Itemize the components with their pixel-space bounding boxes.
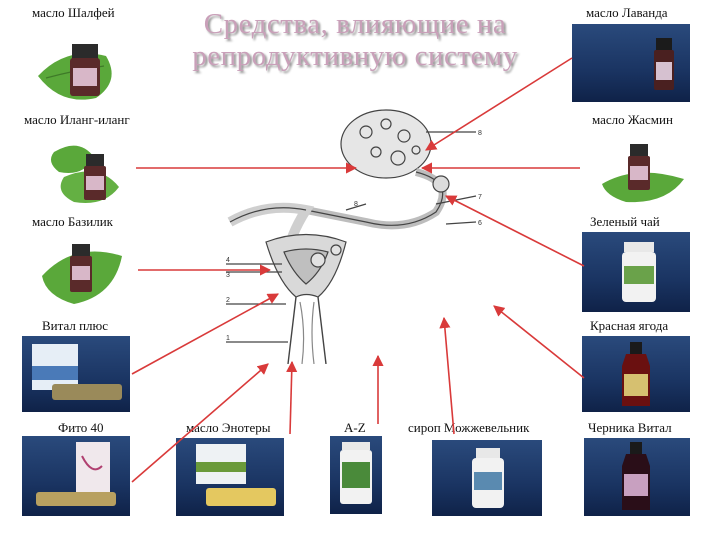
label-vital-plus: Витал плюс (42, 318, 109, 333)
label-red-berry: Красная ягода (590, 318, 669, 333)
label-fito40: Фито 40 (58, 420, 104, 435)
photo-fito40 (22, 436, 130, 516)
label-bazilik: масло Базилик (32, 214, 114, 229)
arrow-green-tea (445, 195, 585, 267)
label-juniper: сироп Можжевельник (408, 420, 530, 435)
photo-bilberry (584, 438, 690, 516)
reproductive-organ-diagram: 8 7 6 8 4 3 2 1 (226, 109, 482, 364)
arrow-red-berry (493, 305, 585, 379)
capsule-pack-icon (196, 444, 276, 506)
photo-green-tea (582, 232, 690, 312)
label-bilberry: Черника Витал (588, 420, 672, 435)
diagram-label-6: 6 (478, 220, 482, 227)
slide-title-line-1: Средства, влияющие на (203, 8, 507, 40)
label-lavanda: масло Лаванда (586, 5, 668, 20)
supplement-box-icon (32, 344, 122, 400)
label-shalfey: масло Шалфей (32, 5, 115, 20)
syrup-bottle-icon (622, 342, 650, 406)
diagram-label-7: 7 (478, 194, 482, 201)
oil-bottle-leaf-icon (42, 244, 122, 304)
photo-ilang (24, 132, 136, 210)
diagram-label-8b: 8 (354, 201, 358, 208)
oil-bottle-leaf-icon (50, 145, 119, 203)
oil-bottle-leaf-icon (602, 144, 684, 203)
diagram-label-1: 1 (226, 335, 230, 342)
photo-jasmin (596, 134, 696, 208)
arrow-vital-plus (131, 293, 279, 375)
diagram-label-2: 2 (226, 297, 230, 304)
photo-vital-plus (22, 336, 130, 412)
syrup-bottle-icon (622, 442, 650, 510)
supplement-jar-icon (340, 442, 372, 504)
diagram-label-8a: 8 (478, 130, 482, 137)
supplement-box-icon (36, 442, 116, 506)
arrow-enotera (286, 360, 298, 435)
slide-title: Средства, влияющие на репродуктивную сис… (160, 8, 550, 72)
photo-bazilik (34, 236, 130, 308)
label-ilang: масло Иланг-иланг (24, 112, 130, 127)
label-enotera: масло Энотеры (186, 420, 271, 435)
label-a-z: A-Z (344, 420, 366, 435)
arrow-fito40 (131, 363, 269, 483)
photo-enotera (176, 438, 284, 516)
arrow-juniper (439, 316, 455, 435)
label-green-tea: Зеленый чай (590, 214, 660, 229)
diagram-label-4: 4 (226, 257, 230, 264)
photo-shalfey (26, 26, 136, 108)
slide-title-line-2: репродуктивную систему (192, 40, 518, 72)
supplement-jar-icon (622, 242, 656, 302)
photo-lavanda (572, 24, 690, 102)
supplement-jar-icon (472, 448, 504, 508)
arrow-lavanda (425, 57, 573, 151)
photo-a-z (330, 436, 382, 514)
oil-bottle-icon (654, 38, 674, 90)
diagram-label-3: 3 (226, 272, 230, 279)
photo-juniper (432, 440, 542, 516)
photo-red-berry (582, 336, 690, 412)
label-jasmin: масло Жасмин (592, 112, 673, 127)
oil-bottle-leaf-icon (38, 44, 112, 100)
